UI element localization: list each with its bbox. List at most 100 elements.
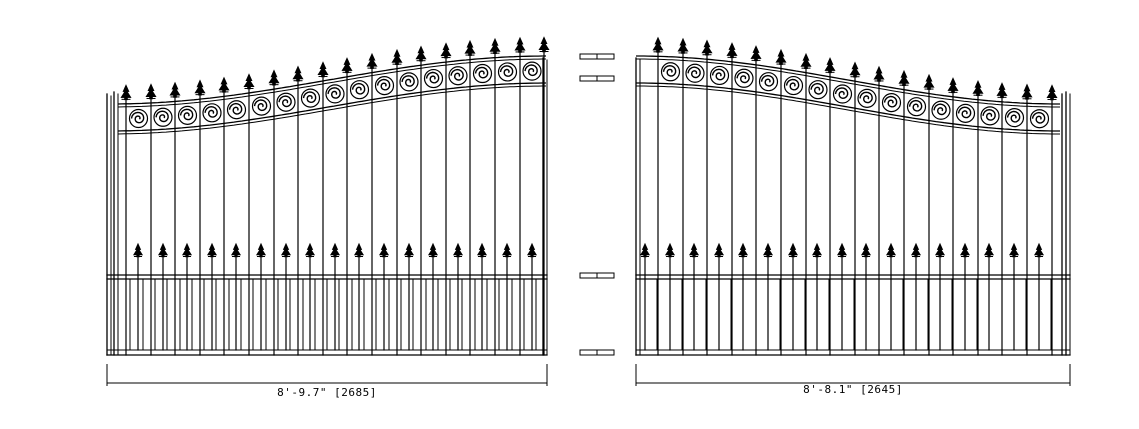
scroll-spiral: [401, 75, 415, 87]
scroll-spiral: [982, 108, 996, 121]
spear-finial: [849, 61, 861, 78]
top-rail-lower-inner: [117, 85, 546, 135]
scroll-ring: [226, 100, 247, 120]
spear-finial: [440, 42, 452, 59]
scroll-ring: [906, 97, 927, 117]
spear-finial: [501, 242, 513, 258]
scroll-spiral: [376, 78, 391, 91]
spear-finial: [514, 36, 526, 53]
scroll-spiral: [810, 82, 824, 95]
scroll-ring: [660, 62, 681, 82]
spear-finial: [391, 48, 403, 65]
spear-finial: [787, 242, 799, 258]
spear-finial: [923, 73, 935, 90]
scroll-spiral: [883, 95, 898, 108]
scroll-ring: [832, 84, 853, 104]
spear-finial: [317, 61, 329, 78]
scroll-ring: [931, 100, 951, 120]
spear-finial: [169, 81, 181, 98]
scroll-spiral: [859, 91, 873, 104]
left-gate-width-label: 8'-9.7" [2685]: [277, 386, 377, 399]
scroll-ring: [300, 88, 321, 108]
scroll-spiral: [179, 108, 194, 121]
scroll-ring: [251, 96, 272, 116]
scroll-ring: [685, 63, 705, 83]
scroll-ring: [857, 88, 877, 108]
scroll-spiral: [327, 87, 341, 99]
scroll-ring: [153, 107, 173, 127]
spear-finial: [934, 242, 946, 258]
spear-finial: [427, 242, 439, 258]
spear-finial: [476, 242, 488, 258]
scroll-ring: [472, 63, 493, 84]
spear-finial: [664, 242, 676, 258]
spear-finial: [639, 242, 651, 258]
scroll-ring: [423, 68, 444, 89]
scroll-spiral: [834, 87, 849, 100]
spear-finial: [145, 83, 157, 100]
spear-finial: [292, 65, 304, 82]
right-dimension: 8'-8.1" [2645]: [635, 364, 1071, 396]
top-rail-upper: [636, 55, 1060, 105]
top-rail-upper-inner: [117, 58, 546, 108]
spear-finial: [218, 76, 230, 93]
spear-finial: [341, 57, 353, 74]
spear-finial: [403, 242, 415, 258]
scroll-ring: [448, 66, 468, 86]
scroll-spiral: [130, 111, 145, 124]
scroll-ring: [497, 62, 518, 82]
spear-finial: [873, 65, 885, 82]
spear-finial: [910, 242, 922, 258]
spear-finial: [959, 242, 971, 258]
spear-finial: [194, 79, 206, 96]
scroll-spiral: [1006, 110, 1021, 123]
right-gate-width-label: 8'-8.1" [2645]: [803, 383, 903, 396]
spear-finial: [750, 45, 762, 62]
scroll-ring: [1029, 109, 1050, 129]
spear-finial: [538, 36, 550, 53]
spear-finial: [983, 242, 995, 258]
scroll-ring: [955, 103, 976, 123]
scroll-ring: [522, 61, 542, 81]
spear-finial: [860, 242, 872, 258]
spear-finial: [157, 242, 169, 258]
spear-finial: [688, 242, 700, 258]
spear-finial: [898, 69, 910, 86]
scroll-ring: [980, 106, 1000, 126]
top-rail-lower: [636, 82, 1060, 132]
scroll-ring: [1004, 108, 1025, 128]
scroll-ring: [177, 105, 198, 125]
scroll-spiral: [155, 110, 169, 123]
scroll-spiral: [662, 64, 677, 77]
spear-finial: [243, 73, 255, 90]
scroll-spiral: [687, 66, 701, 79]
spear-finial: [329, 242, 341, 258]
spear-finial: [489, 37, 501, 54]
scroll-spiral: [425, 71, 440, 84]
hinge-set: [579, 53, 615, 356]
spear-finial: [181, 242, 193, 258]
spear-finial: [1021, 83, 1033, 100]
scroll-ring: [202, 103, 222, 123]
top-rail-lower: [117, 82, 546, 132]
scroll-spiral: [933, 103, 947, 116]
spear-finial: [366, 52, 378, 69]
left-gate-panel: [106, 36, 550, 356]
spear-finial: [304, 242, 316, 258]
scroll-spiral: [1031, 111, 1046, 124]
spear-finial: [775, 48, 787, 65]
scroll-ring: [128, 108, 149, 129]
scroll-ring: [709, 65, 730, 86]
spear-finial: [996, 82, 1008, 99]
scroll-ring: [783, 75, 804, 96]
spear-finial: [1046, 84, 1058, 101]
scroll-ring: [758, 72, 779, 92]
spear-finial: [353, 242, 365, 258]
spear-finial: [800, 52, 812, 69]
spear-finial: [677, 37, 689, 54]
spear-finial: [652, 36, 664, 53]
scroll-spiral: [278, 95, 292, 108]
scroll-spiral: [351, 82, 366, 95]
spear-finial: [885, 242, 897, 258]
